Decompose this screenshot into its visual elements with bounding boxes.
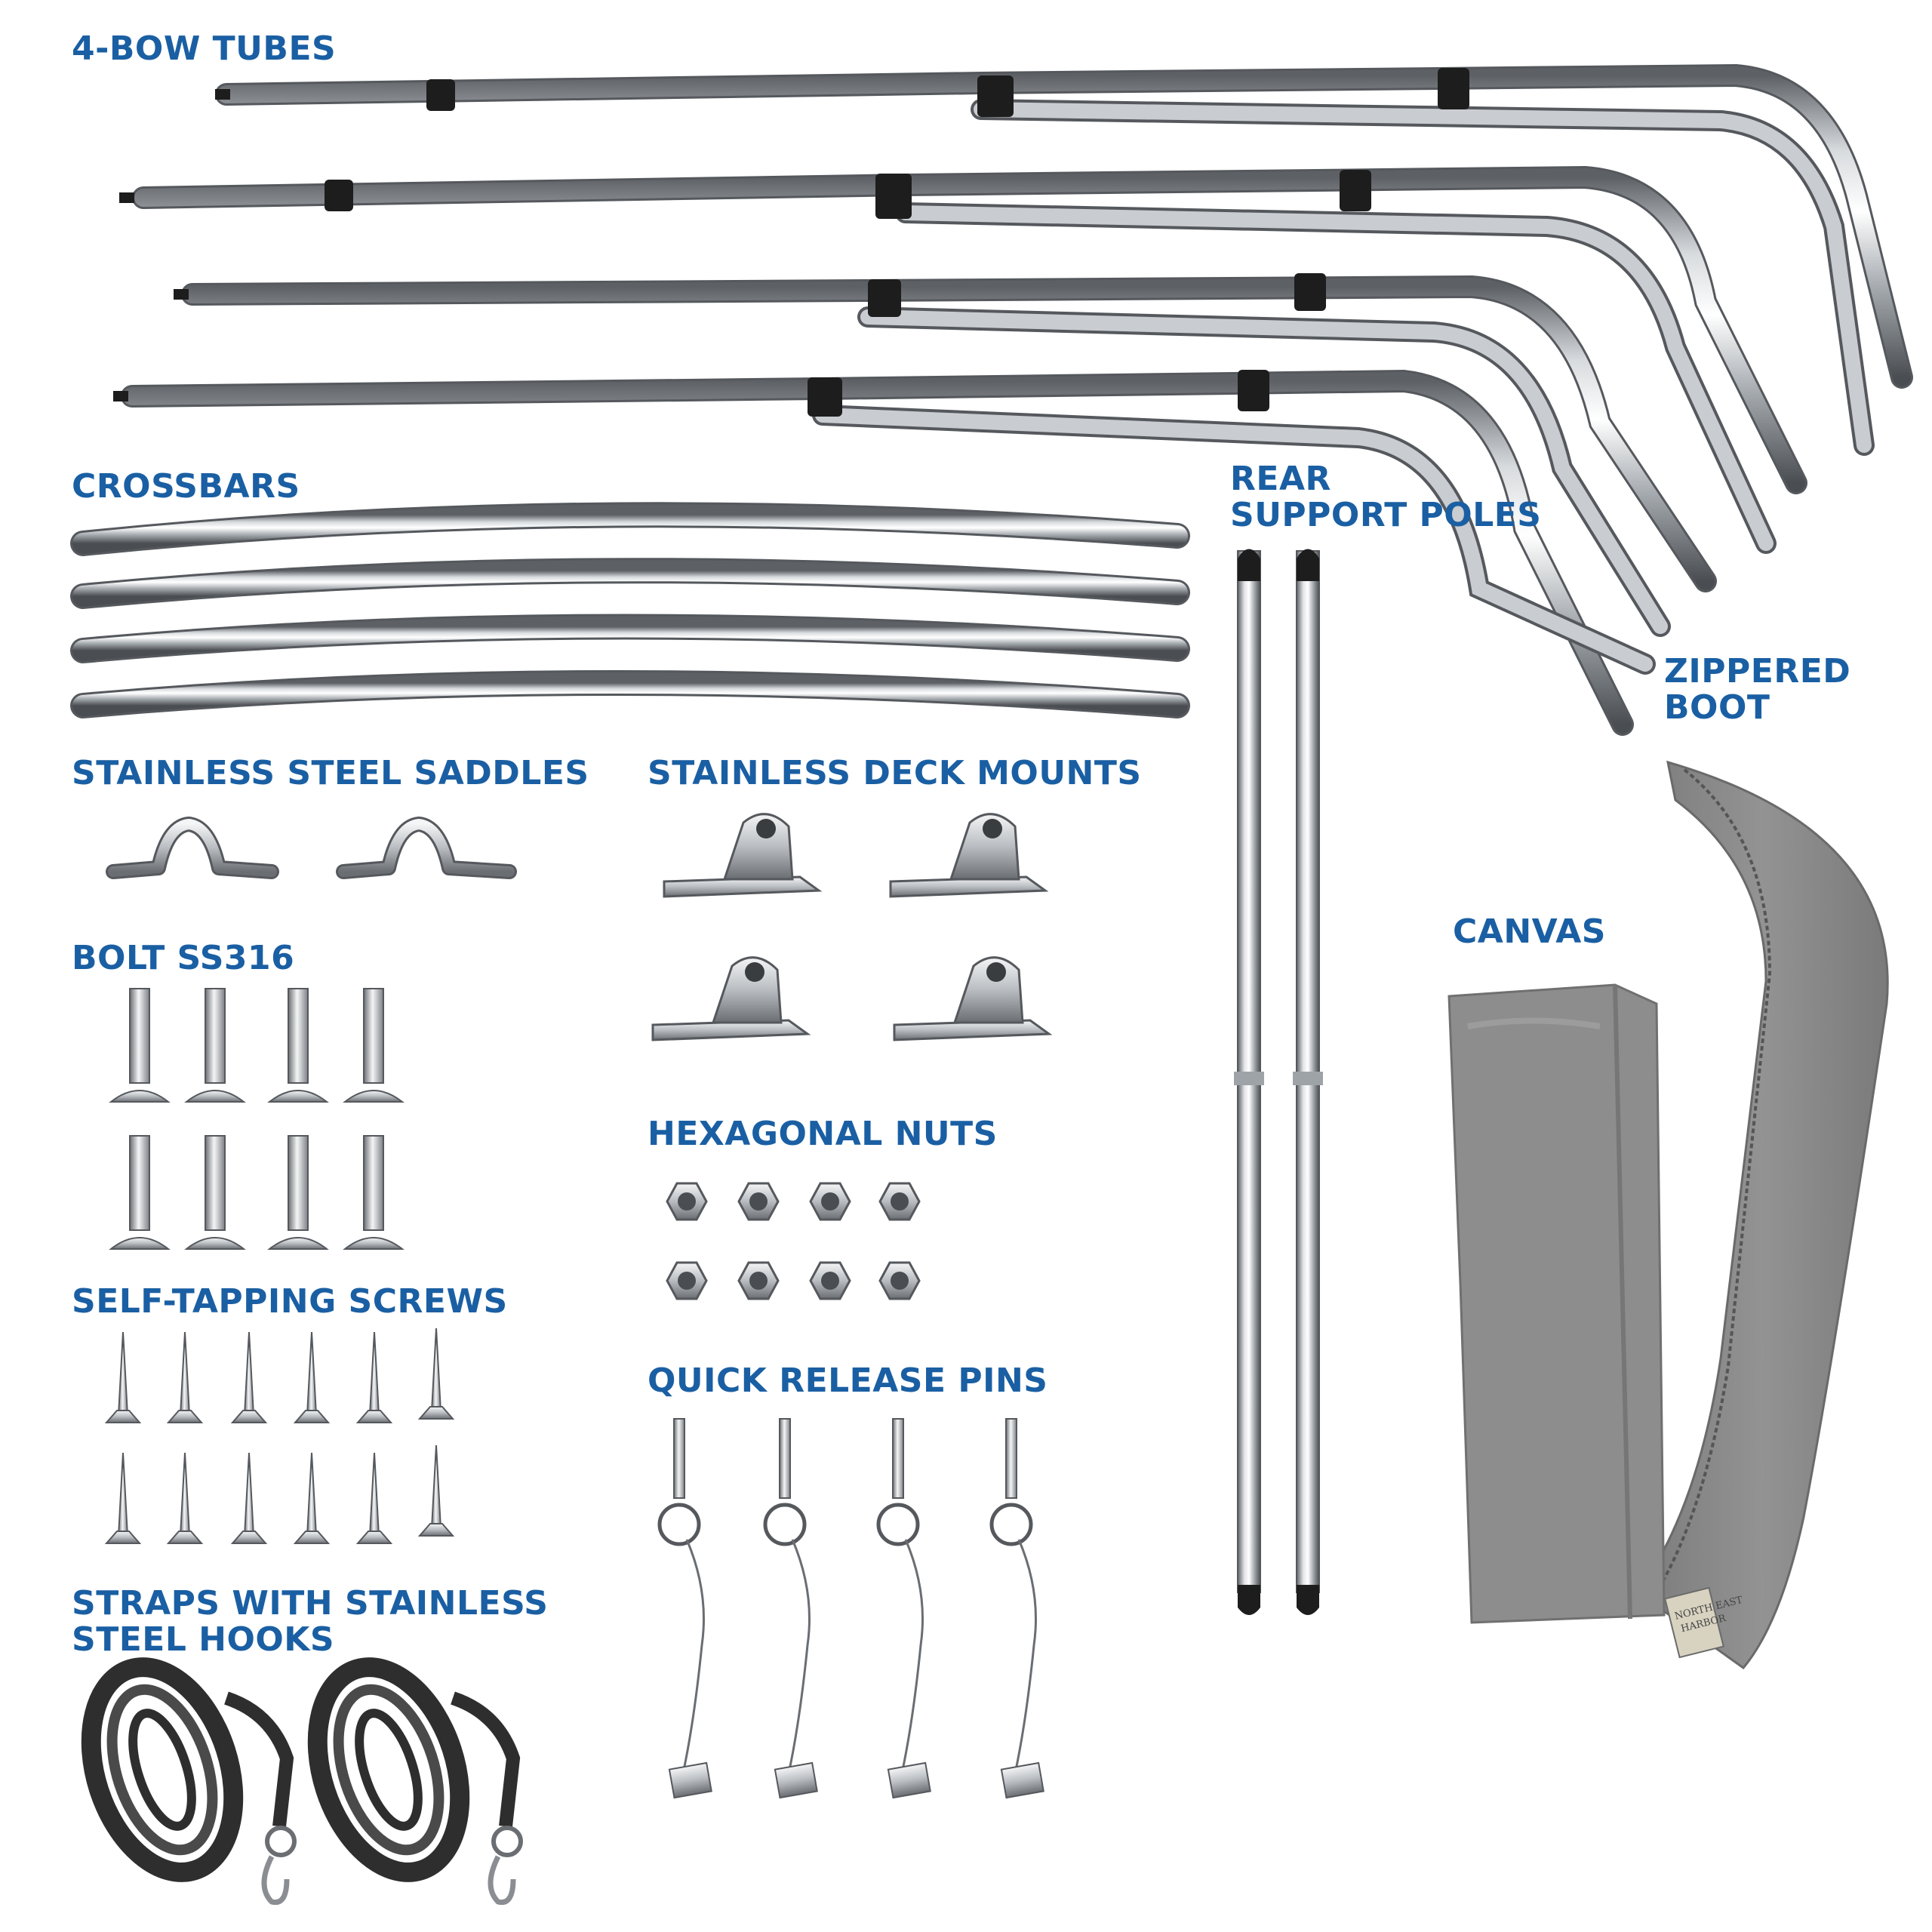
label-self-tapping: SELF-TAPPING SCREWS — [72, 1282, 508, 1321]
screw-icon — [293, 1331, 331, 1423]
deck-mount-icon — [893, 956, 1053, 1041]
deck-mount-icon — [651, 956, 811, 1041]
screw-icon — [104, 1452, 142, 1544]
hex-nut-icon — [737, 1182, 780, 1221]
bolt-icon — [267, 1135, 329, 1250]
deck-mount-icon — [889, 813, 1049, 898]
bolt-icon — [343, 1135, 405, 1250]
screw-icon — [417, 1327, 455, 1420]
label-quick-release: QUICK RELEASE PINS — [648, 1361, 1048, 1400]
bolt-group — [109, 988, 405, 1250]
label-zippered-line2: BOOT — [1664, 688, 1770, 727]
quick-release-pin-icon — [763, 1418, 818, 1799]
quick-release-pin-icon — [876, 1418, 931, 1799]
screw-icon — [293, 1452, 331, 1544]
bolt-icon — [109, 988, 171, 1103]
bow-tube-icon — [121, 369, 1656, 736]
quick-release-pin-icon — [657, 1418, 712, 1799]
label-crossbars: CROSSBARS — [72, 467, 300, 506]
screw-icon — [355, 1452, 393, 1544]
screw-icon — [166, 1452, 204, 1544]
bolt-icon — [267, 988, 329, 1103]
label-zippered-line1: ZIPPERED — [1664, 652, 1851, 691]
hex-nut-icon — [809, 1182, 851, 1221]
bolt-icon — [109, 1135, 171, 1250]
nut-group — [666, 1182, 921, 1300]
hex-nut-icon — [878, 1182, 921, 1221]
screw-icon — [417, 1444, 455, 1537]
deck-mount-icon — [663, 813, 823, 898]
zippered-boot-icon: NORTH EAST HARBOR — [1635, 760, 1889, 1670]
screw-icon — [355, 1331, 393, 1423]
screw-icon — [166, 1331, 204, 1423]
bow-tube-icon — [181, 275, 1717, 637]
quick-release-pin-icon — [989, 1418, 1044, 1799]
saddle-icon — [336, 817, 517, 879]
saddle-icon — [106, 817, 279, 879]
bow-tube-joints — [113, 68, 1469, 417]
strap-icon — [307, 1657, 523, 1906]
label-straps-line2: STEEL HOOKS — [72, 1620, 335, 1659]
hex-nut-icon — [666, 1182, 708, 1221]
label-saddles: STAINLESS STEEL SADDLES — [72, 754, 589, 792]
strap-icon — [81, 1657, 297, 1906]
hex-nut-icon — [737, 1261, 780, 1300]
label-rear-support-line2: SUPPORT POLES — [1230, 496, 1542, 534]
crossbar-icon — [70, 502, 1190, 718]
bolt-icon — [184, 1135, 246, 1250]
hex-nut-icon — [878, 1261, 921, 1300]
pin-group — [657, 1418, 1044, 1799]
label-canvas: CANVAS — [1453, 912, 1606, 951]
screw-icon — [230, 1452, 268, 1544]
screw-icon — [230, 1331, 268, 1423]
label-deck-mounts: STAINLESS DECK MOUNTS — [648, 754, 1142, 792]
hex-nut-icon — [666, 1261, 708, 1300]
screw-icon — [104, 1331, 142, 1423]
hex-nut-icon — [809, 1261, 851, 1300]
bow-tube-icon — [215, 63, 1913, 456]
label-bolt: BOLT SS316 — [72, 939, 295, 977]
bow-tube-icon — [132, 165, 1807, 554]
label-bow-tubes: 4-BOW TUBES — [72, 29, 337, 68]
bolt-icon — [343, 988, 405, 1103]
folded-canvas-icon — [1447, 983, 1666, 1624]
label-hex-nuts: HEXAGONAL NUTS — [648, 1115, 998, 1153]
label-straps-line1: STRAPS WITH STAINLESS — [72, 1584, 549, 1623]
label-rear-support-line1: REAR — [1230, 460, 1331, 498]
screw-group — [104, 1327, 455, 1544]
bolt-icon — [184, 988, 246, 1103]
support-pole-icon — [1234, 549, 1323, 1615]
